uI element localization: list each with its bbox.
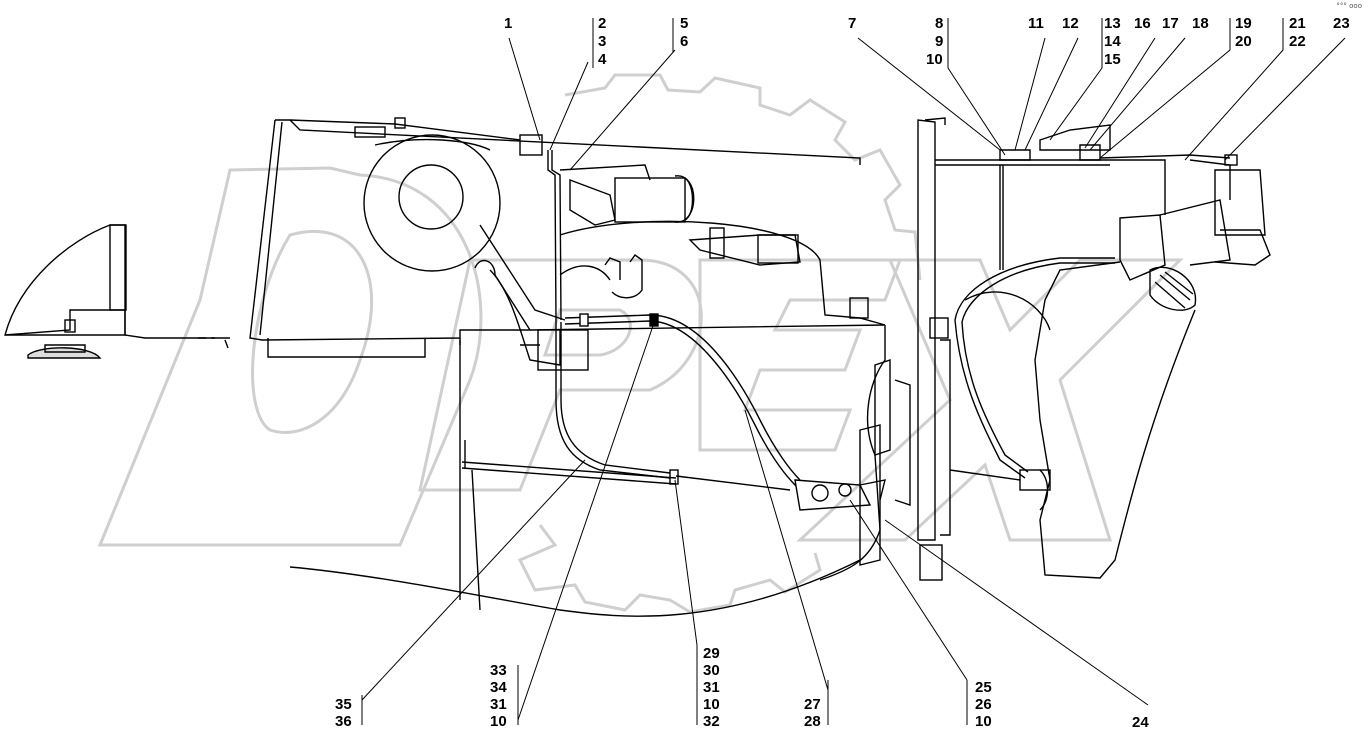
- leader-lines: [361, 18, 1346, 725]
- callout-34: 34: [490, 679, 507, 696]
- callout-7: 7: [848, 15, 856, 32]
- callout-35: 35: [335, 696, 352, 713]
- radiator-section: [917, 117, 1271, 581]
- callout-28: 28: [804, 713, 821, 730]
- callout-21: 21: [1289, 15, 1306, 32]
- callout-11: 11: [1028, 15, 1044, 32]
- callout-10-br: 10: [975, 713, 992, 730]
- callout-31-mid: 31: [703, 679, 720, 696]
- callout-23: 23: [1333, 15, 1350, 32]
- callout-33: 33: [490, 662, 507, 679]
- watermark-logo: [97, 73, 1184, 614]
- callout-13: 13: [1104, 15, 1121, 32]
- callout-10-mid: 10: [703, 696, 720, 713]
- callout-30: 30: [703, 662, 720, 679]
- callout-9: 9: [935, 33, 943, 50]
- callout-1: 1: [504, 15, 512, 32]
- callout-15: 15: [1104, 51, 1121, 68]
- callout-24: 24: [1132, 714, 1149, 731]
- cab-frame: [249, 117, 886, 371]
- callout-labels: 1 2 3 4 5 6 7 8 9 10 11 12 13 14 15 16 1…: [335, 15, 1350, 731]
- callout-31-left: 31: [490, 696, 507, 713]
- callout-12: 12: [1062, 15, 1079, 32]
- callout-18: 18: [1192, 15, 1209, 32]
- callout-19: 19: [1235, 15, 1252, 32]
- callout-20: 20: [1235, 33, 1252, 50]
- callout-36: 36: [335, 713, 352, 730]
- callout-10-left: 10: [490, 713, 507, 730]
- corner-mark: °°° ooo: [1336, 2, 1362, 10]
- hoses: [461, 150, 886, 511]
- callout-32: 32: [703, 713, 720, 730]
- callout-17: 17: [1162, 15, 1179, 32]
- lower-chassis: [289, 297, 911, 617]
- callout-25: 25: [975, 679, 992, 696]
- callout-14: 14: [1104, 33, 1121, 50]
- callout-3: 3: [598, 33, 606, 50]
- tractor-hood: [4, 224, 230, 359]
- callout-10-top: 10: [926, 51, 943, 68]
- callout-29: 29: [703, 645, 720, 662]
- callout-27: 27: [804, 696, 821, 713]
- callout-16: 16: [1134, 15, 1151, 32]
- callout-8: 8: [935, 15, 943, 32]
- callout-5: 5: [680, 15, 688, 32]
- callout-22: 22: [1289, 33, 1306, 50]
- callout-2: 2: [598, 15, 606, 32]
- callout-26: 26: [975, 696, 992, 713]
- callout-4: 4: [598, 51, 607, 68]
- callout-6: 6: [680, 33, 688, 50]
